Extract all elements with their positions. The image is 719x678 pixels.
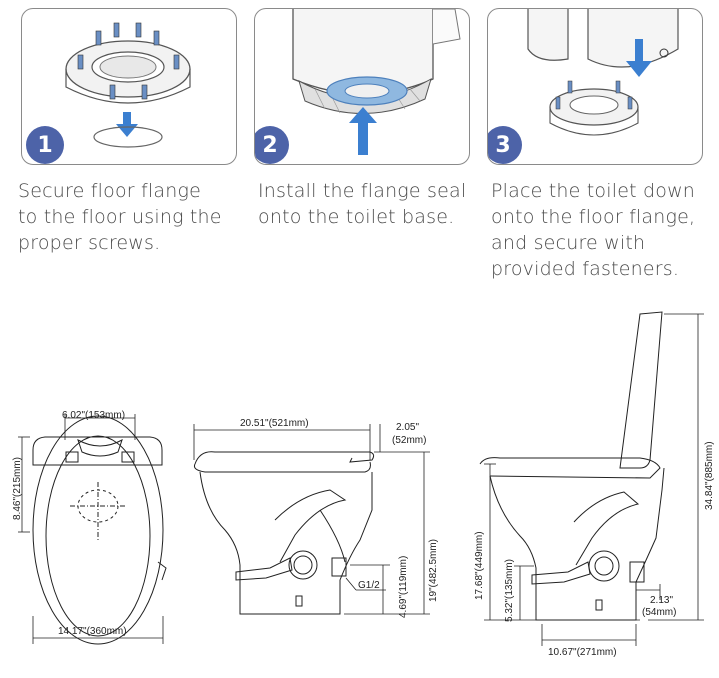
dim-front-tank: 2.05" <box>396 422 419 433</box>
dim-side-offset: 2.13" <box>650 595 673 606</box>
step-3-panel: 3 <box>487 8 703 165</box>
step-2-badge: 2 <box>255 126 289 164</box>
dim-front-tank-mm: (52mm) <box>392 435 426 446</box>
step-1-text: Secure floor flange to the floor using t… <box>18 180 222 254</box>
step-2-panel: 2 <box>254 8 470 165</box>
floor-flange-illustration <box>65 22 191 148</box>
toilet-placement-illustration <box>527 9 679 136</box>
step-3-badge: 3 <box>488 126 522 164</box>
dim-front-length: 20.51"(521mm) <box>240 418 309 429</box>
dim-top-width: 6.02"(153mm) <box>62 410 125 421</box>
dim-side-outlet-height: 5.32"(135mm) <box>504 559 515 622</box>
step-1-number: 1 <box>37 132 53 158</box>
top-view-drawing <box>32 415 167 645</box>
step-1-badge: 1 <box>26 126 64 164</box>
step-2-number: 2 <box>262 132 278 158</box>
dim-side-total-height: 34.84"(885mm) <box>704 441 715 510</box>
step-1-panel: 1 <box>21 8 237 165</box>
flange-seal-illustration <box>292 9 461 155</box>
dim-top-length: 14.17"(360mm) <box>58 626 127 637</box>
dim-front-inlet: G1/2 <box>358 580 380 591</box>
step-3-text: Place the toilet down onto the floor fla… <box>491 180 696 280</box>
step-3-number: 3 <box>495 132 511 158</box>
front-view-drawing <box>194 451 375 615</box>
dim-side-seat-height: 17.68"(449mm) <box>474 531 485 600</box>
dim-side-offset-mm: (54mm) <box>642 607 676 618</box>
dim-side-base: 10.67"(271mm) <box>548 647 617 658</box>
dimension-lines <box>18 313 704 646</box>
dim-top-depth: 8.46"(215mm) <box>12 457 23 520</box>
dimension-drawings: 6.02"(153mm) 8.46"(215mm) 14.17"(360mm) … <box>12 311 715 658</box>
side-view-drawing <box>479 311 665 621</box>
dim-front-height: 19"(482.5mm) <box>428 539 439 602</box>
step-2-text: Install the flange seal onto the toilet … <box>258 180 467 228</box>
dim-front-outlet-height: 4.69"(119mm) <box>398 556 409 618</box>
